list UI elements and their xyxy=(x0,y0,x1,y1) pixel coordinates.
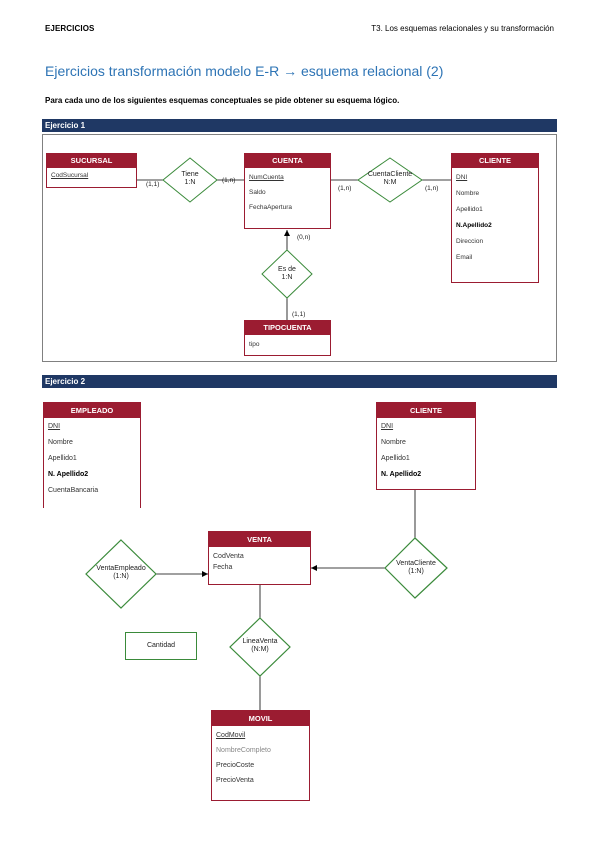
card-cuenta-cc: (1,n) xyxy=(338,185,352,192)
attr-nombre: Nombre xyxy=(456,190,480,197)
rel-ventacliente-label: VentaCliente (1:N) xyxy=(385,560,447,576)
header-right: T3. Los esquemas relacionales y su trans… xyxy=(371,24,554,33)
intro-text: Para cada uno de los siguientes esquemas… xyxy=(45,96,400,105)
entity-venta: VENTA CodVenta Fecha xyxy=(208,531,311,585)
attr-cli-nombre: Nombre xyxy=(381,439,406,446)
card-cuenta-tiene: (1,n) xyxy=(222,177,236,184)
exercise-2-bar: Ejercicio 2 xyxy=(42,375,557,388)
attr-direccion: Direccion xyxy=(456,238,484,245)
rel-ventaempleado-card: (1:N) xyxy=(113,573,129,580)
exercise-1-bar: Ejercicio 1 xyxy=(42,119,557,132)
attribute-cantidad: Cantidad xyxy=(125,632,197,660)
attr-cli-napellido2: N. Apellido2 xyxy=(381,471,422,478)
card-cliente-cc: (1,n) xyxy=(425,185,439,192)
rel-lineaventa-name: LineaVenta xyxy=(242,638,278,645)
attr-napellido2: N.Apellido2 xyxy=(456,222,492,229)
attr-apellido1: Apellido1 xyxy=(456,206,483,213)
entity-cliente-1-title: CLIENTE xyxy=(452,154,538,168)
card-tipo-esde: (1,1) xyxy=(292,311,306,318)
rel-cuentacliente-card: N:M xyxy=(383,179,397,186)
attr-cli-apellido1: Apellido1 xyxy=(381,455,410,462)
rel-esde-card: 1:N xyxy=(281,274,293,281)
attr-codsucursal: CodSucursal xyxy=(51,172,89,179)
attr-emp-cuentabancaria: CuentaBancaria xyxy=(48,487,99,494)
attr-precioventa: PrecioVenta xyxy=(216,777,254,784)
entity-venta-title: VENTA xyxy=(209,532,310,547)
rel-esde-label: Es de 1:N xyxy=(267,266,307,282)
attr-emp-nombre: Nombre xyxy=(48,439,73,446)
rel-tiene-label: Tiene 1:N xyxy=(170,171,210,187)
rel-ventaempleado-label: VentaEmpleado (1:N) xyxy=(86,565,156,581)
entity-sucursal-title: SUCURSAL xyxy=(47,154,136,168)
entity-movil-title: MOVIL xyxy=(212,711,309,726)
entity-cuenta: CUENTA NumCuenta Saldo FechaApertura xyxy=(244,153,331,229)
rel-ventacliente-card: (1:N) xyxy=(408,568,424,575)
entity-tipocuenta: TIPOCUENTA tipo xyxy=(244,320,331,356)
attr-codmovil: CodMovil xyxy=(216,732,246,739)
attr-email: Email xyxy=(456,254,473,261)
rel-cuentacliente-label: CuentaCliente N:M xyxy=(358,171,422,187)
rel-esde-name: Es de xyxy=(278,266,296,273)
entity-empleado-title: EMPLEADO xyxy=(44,403,140,418)
card-sucursal: (1,1) xyxy=(146,181,160,188)
attr-codventa: CodVenta xyxy=(213,553,244,560)
attr-fechaapertura: FechaApertura xyxy=(249,204,292,211)
attr-nombrecompleto: NombreCompleto xyxy=(216,747,271,754)
attr-saldo: Saldo xyxy=(249,189,266,196)
entity-tipocuenta-title: TIPOCUENTA xyxy=(245,321,330,335)
exercise-1-frame xyxy=(42,134,557,362)
rel-ventaempleado-name: VentaEmpleado xyxy=(96,565,146,572)
attr-emp-napellido2: N. Apellido2 xyxy=(48,471,89,478)
rel-lineaventa-label: LineaVenta (N:M) xyxy=(230,638,290,654)
rel-ventacliente-name: VentaCliente xyxy=(396,560,436,567)
attr-tipo: tipo xyxy=(249,341,260,348)
card-cuenta-esde: (0,n) xyxy=(297,234,311,241)
header-left: EJERCICIOS xyxy=(45,24,95,33)
attr-cli-dni: DNI xyxy=(381,423,394,430)
attr-dni: DNI xyxy=(456,174,468,181)
attr-emp-apellido1: Apellido1 xyxy=(48,455,77,462)
attr-numcuenta: NumCuenta xyxy=(249,174,284,181)
entity-movil: MOVIL CodMovil NombreCompleto PrecioCost… xyxy=(211,710,310,801)
rel-tiene-name: Tiene xyxy=(181,171,199,178)
rel-lineaventa-card: (N:M) xyxy=(251,646,269,653)
entity-cliente-2-title: CLIENTE xyxy=(377,403,475,418)
arrowhead-vc xyxy=(311,565,317,571)
attr-emp-dni: DNI xyxy=(48,423,61,430)
entity-sucursal: SUCURSAL CodSucursal xyxy=(46,153,137,188)
rel-cuentacliente-name: CuentaCliente xyxy=(367,171,413,178)
rel-tiene-card: 1:N xyxy=(184,179,196,186)
attr-fecha: Fecha xyxy=(213,564,233,571)
entity-empleado: EMPLEADO DNI Nombre Apellido1 N. Apellid… xyxy=(43,402,141,508)
entity-cuenta-title: CUENTA xyxy=(245,154,330,168)
entity-cliente-1: CLIENTE DNI Nombre Apellido1 N.Apellido2… xyxy=(451,153,539,283)
attr-preciocoste: PrecioCoste xyxy=(216,762,255,769)
page-title: Ejercicios transformación modelo E-R → e… xyxy=(45,63,444,79)
entity-cliente-2: CLIENTE DNI Nombre Apellido1 N. Apellido… xyxy=(376,402,476,490)
